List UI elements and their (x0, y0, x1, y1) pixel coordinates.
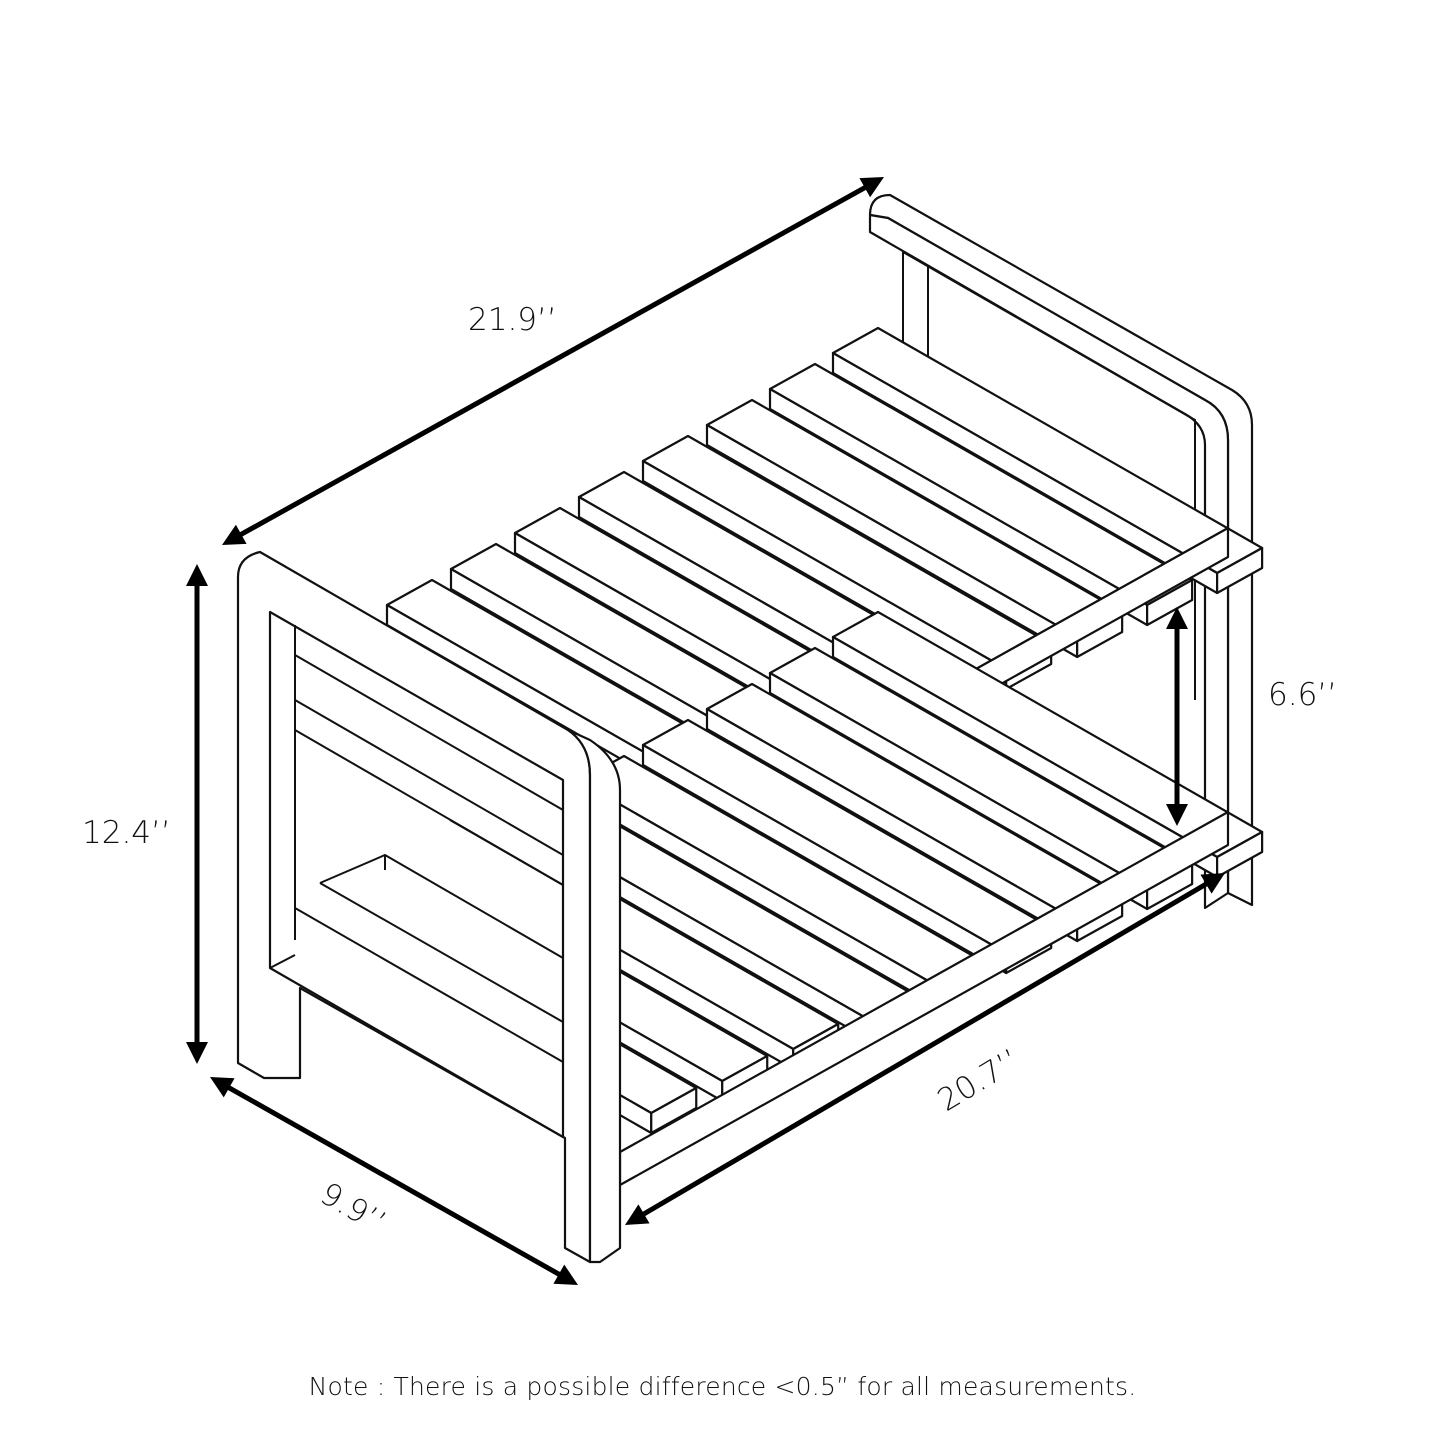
upper-slat (768, 362, 1194, 627)
lower-slat (831, 610, 1264, 879)
left-end-frame (236, 550, 622, 1264)
label-inner-length: 20.7’’ (932, 1042, 1027, 1119)
dimension-arrows (186, 177, 1225, 1285)
label-depth: 9.9’’ (314, 1176, 392, 1242)
lower-slat (705, 682, 1124, 943)
arrow-inner-length (625, 873, 1225, 1225)
upper-slat (705, 398, 1124, 659)
label-overall-height: 12.4’’ (82, 815, 171, 851)
arrow-overall-height (186, 564, 208, 1064)
measurement-note: Note : There is a possible difference <0… (308, 1372, 1137, 1401)
label-shelf-clearance: 6.6’’ (1268, 677, 1337, 713)
label-overall-length: 21.9’’ (468, 302, 557, 338)
arrow-shelf-clearance (1166, 607, 1188, 826)
arrow-overall-length (222, 177, 884, 545)
lower-slat (768, 646, 1194, 911)
upper-slat (831, 326, 1264, 595)
arrow-depth (210, 1077, 578, 1285)
